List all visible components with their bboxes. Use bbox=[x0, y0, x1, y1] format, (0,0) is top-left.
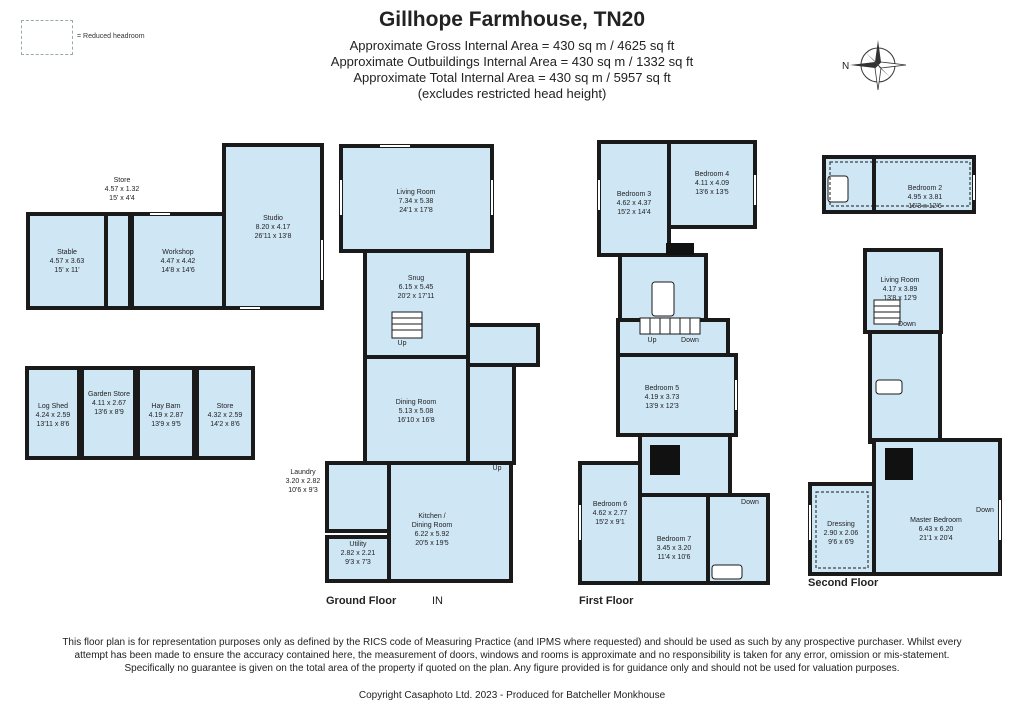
stair-up-first: Up bbox=[647, 337, 657, 344]
log-shed-room bbox=[25, 366, 81, 460]
stair-up-kitchen: Up bbox=[492, 465, 502, 472]
gross-area-line: Approximate Gross Internal Area = 430 sq… bbox=[349, 38, 675, 53]
laundry-room bbox=[325, 461, 391, 533]
studio-room bbox=[222, 143, 324, 310]
store-top-room bbox=[104, 212, 132, 310]
legend-label: = Reduced headroom bbox=[77, 33, 145, 40]
plan-title: Gillhope Farmhouse, TN20 bbox=[378, 8, 646, 31]
first-floor-label: First Floor bbox=[579, 595, 634, 607]
compass-north-label: N bbox=[842, 61, 849, 72]
passage-ground bbox=[466, 363, 516, 465]
hay-barn-room bbox=[136, 366, 196, 460]
disclaimer-text: This floor plan is for representation pu… bbox=[62, 637, 962, 674]
hall-ground bbox=[466, 323, 540, 367]
bedroom-6-room bbox=[578, 461, 642, 585]
bedroom-4-room bbox=[667, 140, 757, 229]
copyright: Copyright Casaphoto Ltd. 2023 - Produced… bbox=[358, 690, 666, 701]
reduced-headroom-swatch bbox=[21, 20, 73, 55]
garden-store-room bbox=[80, 366, 137, 460]
excludes-note: (excludes restricted head height) bbox=[417, 86, 607, 101]
stair-down-first: Down bbox=[681, 337, 699, 344]
stair-down-master: Down bbox=[976, 507, 994, 514]
kitchen-room bbox=[387, 461, 513, 583]
stair-up-ground: Up bbox=[397, 340, 407, 347]
dining-room bbox=[363, 355, 470, 465]
entrance-label: IN bbox=[432, 595, 443, 607]
store-bottom-room bbox=[195, 366, 255, 460]
compass-icon: N bbox=[842, 40, 907, 91]
stair-down-first-lower: Down bbox=[741, 499, 759, 506]
total-area-line: Approximate Total Internal Area = 430 sq… bbox=[353, 70, 671, 85]
stair-down-second: Down bbox=[898, 321, 916, 328]
snug-room bbox=[363, 249, 470, 359]
utility-room bbox=[325, 535, 391, 583]
second-floor-label: Second Floor bbox=[808, 577, 879, 589]
disclaimer: This floor plan is for representation pu… bbox=[0, 636, 1024, 675]
outbuildings-area-line: Approximate Outbuildings Internal Area =… bbox=[330, 54, 694, 69]
ground-floor-label: Ground Floor bbox=[326, 595, 397, 607]
